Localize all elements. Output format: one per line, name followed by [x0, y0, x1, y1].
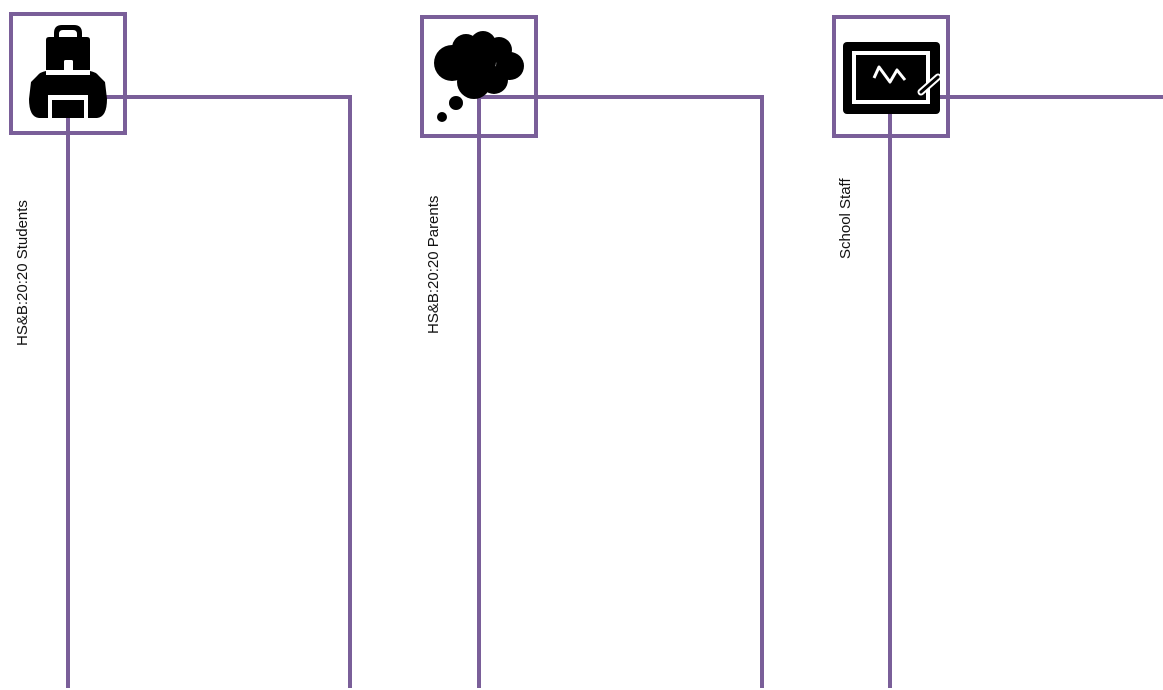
parents-label: HS&B:20:20 Parents [425, 195, 442, 334]
group-students [9, 12, 352, 688]
staff-label: School Staff [837, 178, 854, 259]
students-label: HS&B:20:20 Students [14, 200, 31, 346]
students-panel-outline [66, 95, 352, 688]
chalkboard-icon [843, 42, 942, 114]
backpack-icon [29, 25, 107, 118]
staff-panel-outline [888, 95, 1163, 688]
parents-panel-outline [477, 95, 764, 688]
group-school-staff [832, 15, 1163, 688]
group-parents [420, 15, 764, 688]
thought-bubble-icon [434, 31, 524, 122]
